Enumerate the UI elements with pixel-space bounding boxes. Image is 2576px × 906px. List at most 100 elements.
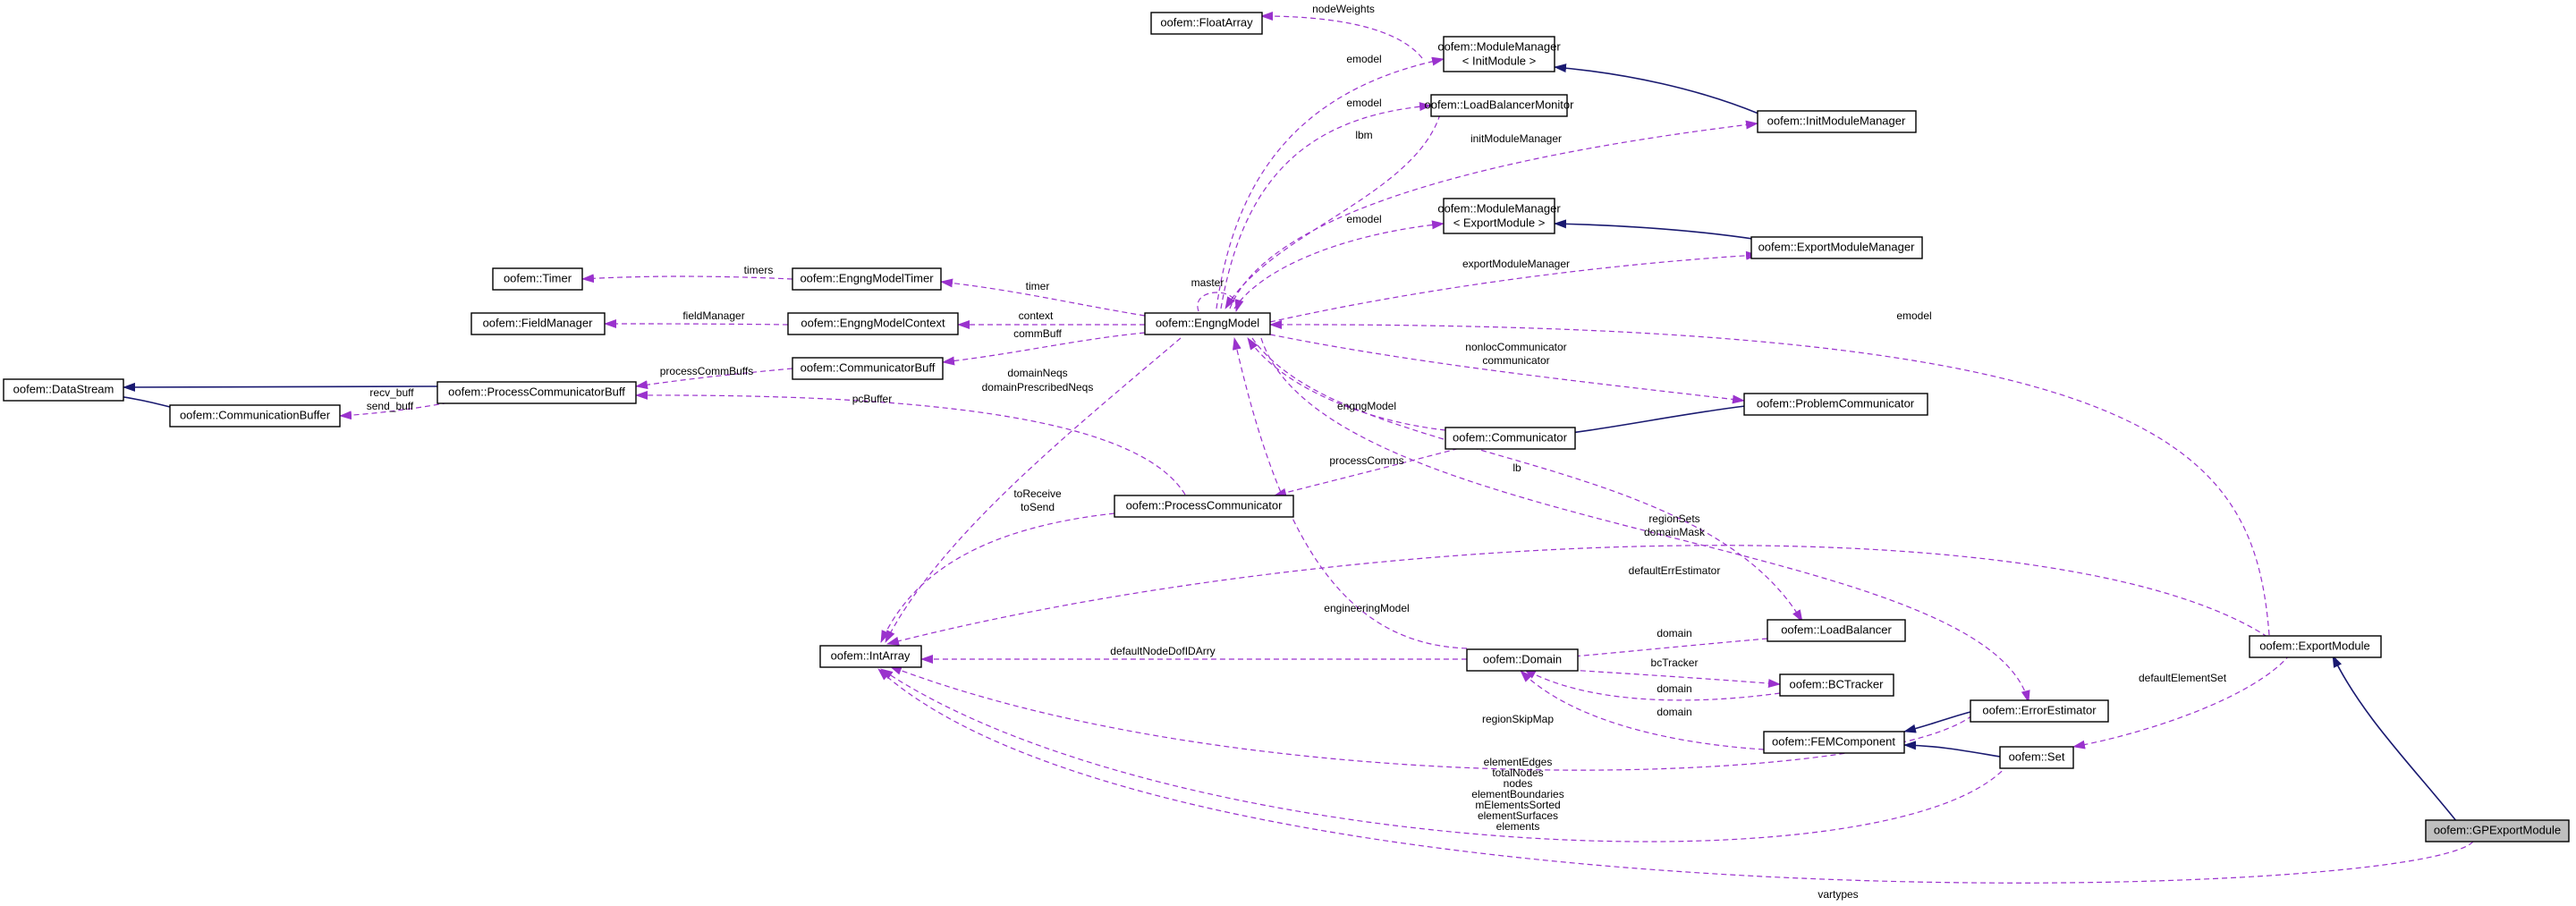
node-femcomponent[interactable]: oofem::FEMComponent (1763, 731, 1905, 754)
svg-text:oofem::GPExportModule: oofem::GPExportModule (2434, 823, 2561, 836)
node-modulemanager-exportmodule[interactable]: oofem::ModuleManager < ExportModule > (1437, 198, 1561, 234)
edge-emodel-4 (1269, 319, 2270, 636)
label-processcomms: processComms (1329, 454, 1403, 467)
node-gpexportmodule[interactable]: oofem::GPExportModule (2425, 819, 2570, 842)
node-communicator[interactable]: oofem::Communicator (1445, 427, 1576, 450)
usage-edges (339, 12, 2474, 884)
label-domainmask: domainMask (1644, 526, 1706, 538)
svg-text:oofem::ModuleManager: oofem::ModuleManager (1437, 201, 1561, 215)
edge-lbm (1224, 114, 1441, 309)
edge-toreceive-tosend (880, 512, 1115, 643)
edge-processcomms (1274, 445, 1468, 497)
node-problemcommunicator[interactable]: oofem::ProblemCommunicator (1743, 393, 1928, 416)
node-engngmodel[interactable]: oofem::EngngModel (1144, 312, 1271, 335)
label-initmodulemanager: initModuleManager (1470, 132, 1562, 145)
edge-lb (1251, 337, 1803, 622)
edge-fieldmanager (604, 319, 789, 329)
edge-vartypes (877, 668, 2474, 884)
node-processcommunicator[interactable]: oofem::ProcessCommunicator (1114, 495, 1294, 518)
node-initmodulemanager[interactable]: oofem::InitModuleManager (1757, 110, 1917, 133)
label-domain: domain (1657, 682, 1691, 695)
label-domainprescribedneqs: domainPrescribedNeqs (982, 381, 1094, 394)
label-exportmodulemanager: exportModuleManager (1462, 258, 1570, 270)
label-pcbuffer: pcBuffer (852, 393, 892, 405)
edge-exportmodulemanager (1269, 250, 1758, 323)
label-regionsets: regionSets (1648, 512, 1699, 525)
edge-element-arrays (880, 668, 2009, 842)
node-modulemanager-initmodule[interactable]: oofem::ModuleManager < InitModule > (1437, 36, 1561, 72)
node-engngmodelcontext[interactable]: oofem::EngngModelContext (787, 312, 959, 335)
label-elementedges: elementEdges (1484, 756, 1553, 768)
svg-text:oofem::EngngModelContext: oofem::EngngModelContext (801, 316, 945, 329)
node-processcommunicatorbuff[interactable]: oofem::ProcessCommunicatorBuff (436, 381, 637, 404)
label-lb: lb (1513, 461, 1521, 474)
svg-text:oofem::InitModuleManager: oofem::InitModuleManager (1767, 114, 1906, 127)
node-exportmodulemanager[interactable]: oofem::ExportModuleManager (1750, 236, 1923, 259)
node-set[interactable]: oofem::Set (1999, 746, 2074, 769)
edge-regionskipmap (889, 665, 1973, 771)
label-emodel: emodel (1896, 309, 1931, 322)
inheritance-edges (105, 64, 2458, 823)
node-exportmodule[interactable]: oofem::ExportModule (2249, 635, 2382, 658)
edge-gpexportmodule-to-exportmodule (2332, 655, 2458, 823)
svg-text:oofem::Timer: oofem::Timer (504, 271, 572, 284)
node-domain[interactable]: oofem::Domain (1466, 648, 1579, 672)
node-timer[interactable]: oofem::Timer (492, 267, 583, 291)
label-timers: timers (744, 264, 774, 276)
node-loadbalancer[interactable]: oofem::LoadBalancer (1767, 619, 1906, 642)
edge-emodel-3 (1233, 220, 1445, 309)
svg-text:oofem::CommunicatorBuff: oofem::CommunicatorBuff (801, 360, 936, 374)
label-context: context (1019, 309, 1054, 322)
svg-text:oofem::FloatArray: oofem::FloatArray (1160, 15, 1253, 29)
label-processcommbuffs: processCommBuffs (660, 365, 753, 377)
node-bctracker[interactable]: oofem::BCTracker (1779, 673, 1894, 697)
edge-emodel-1 (1216, 56, 1445, 309)
label-totalnodes: totalNodes (1492, 766, 1543, 779)
edge-initmodulemanager-to-modulemanager (1554, 64, 1759, 114)
label-engngmodel: engngModel (1337, 400, 1396, 412)
edge-exportmodulemanager-to-modulemanager (1554, 219, 1759, 241)
svg-text:oofem::IntArray: oofem::IntArray (831, 648, 911, 662)
edge-processcommbuffs (635, 368, 793, 390)
label-commbuff: commBuff (1013, 327, 1062, 340)
node-intarray[interactable]: oofem::IntArray (819, 645, 922, 668)
svg-text:oofem::ExportModuleManager: oofem::ExportModuleManager (1758, 240, 1916, 253)
edge-domain-3 (1520, 670, 1765, 750)
svg-text:oofem::LoadBalancer: oofem::LoadBalancer (1781, 622, 1892, 636)
node-communicatorbuff[interactable]: oofem::CommunicatorBuff (792, 357, 944, 380)
label-emodel: emodel (1346, 53, 1381, 65)
label-domainneqs: domainNeqs (1007, 367, 1067, 379)
label-elements: elements (1496, 820, 1540, 833)
label-timer: timer (1026, 280, 1050, 292)
label-lbm: lbm (1355, 129, 1372, 141)
node-errorestimator[interactable]: oofem::ErrorEstimator (1970, 699, 2109, 723)
edge-domain-2 (1523, 668, 1781, 701)
svg-text:oofem::ProcessCommunicator: oofem::ProcessCommunicator (1126, 498, 1284, 512)
edge-processcommunicatorbuff-to-datastream (123, 382, 438, 392)
node-datastream[interactable]: oofem::DataStream (3, 378, 124, 402)
svg-text:oofem::Domain: oofem::Domain (1483, 652, 1562, 665)
node-communicationbuffer[interactable]: oofem::CommunicationBuffer (169, 404, 341, 428)
label-bctracker: bcTracker (1651, 656, 1699, 669)
svg-text:oofem::LoadBalancerMonitor: oofem::LoadBalancerMonitor (1425, 97, 1575, 111)
label-engineeringmodel: engineeringModel (1324, 602, 1409, 614)
node-engngmodeltimer[interactable]: oofem::EngngModelTimer (792, 267, 942, 291)
edge-timer (940, 278, 1146, 317)
label-melementssorted: mElementsSorted (1475, 799, 1560, 811)
label-emodel: emodel (1346, 97, 1381, 109)
svg-text:oofem::ExportModule: oofem::ExportModule (2259, 639, 2370, 652)
label-defaulterrestimator: defaultErrEstimator (1629, 564, 1721, 577)
label-regionskipmap: regionSkipMap (1482, 713, 1554, 725)
edge-errorestimator-to-femcomponent (1903, 711, 1971, 733)
svg-text:oofem::FieldManager: oofem::FieldManager (483, 316, 594, 329)
nodes: oofem::FloatArray oofem::ModuleManager <… (3, 12, 2570, 842)
node-fieldmanager[interactable]: oofem::FieldManager (470, 312, 606, 335)
node-floatarray[interactable]: oofem::FloatArray (1150, 12, 1263, 35)
svg-text:oofem::EngngModel: oofem::EngngModel (1156, 316, 1259, 329)
label-nodes: nodes (1504, 777, 1533, 790)
label-emodel: emodel (1346, 213, 1381, 225)
node-loadbalancermonitor[interactable]: oofem::LoadBalancerMonitor (1425, 94, 1575, 117)
svg-text:oofem::BCTracker: oofem::BCTracker (1790, 677, 1885, 690)
edge-emodel-2 (1220, 102, 1432, 309)
edge-regionsets-domainmask (886, 545, 2268, 646)
